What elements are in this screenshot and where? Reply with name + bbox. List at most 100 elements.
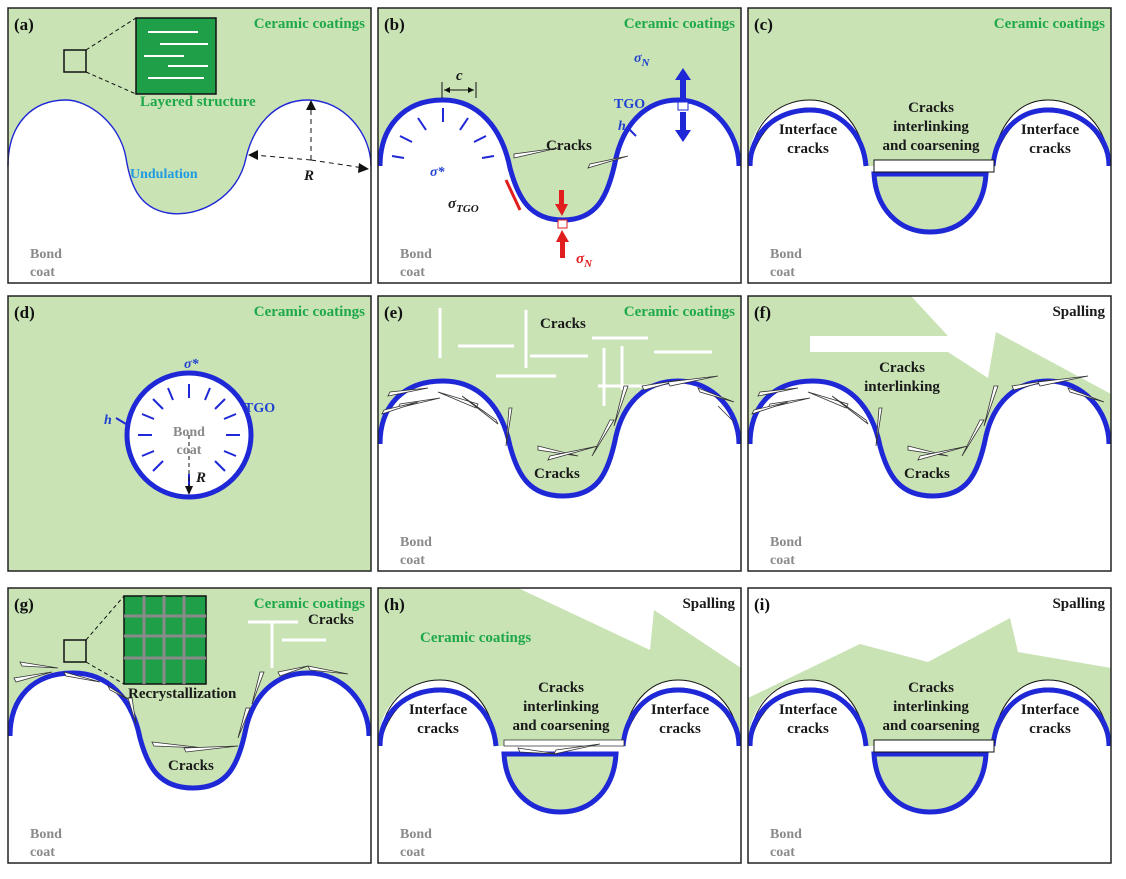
panel-d: R Bond coat σ* TGO h (d) Ceramic coating… [7, 295, 372, 572]
interlink-label-1: Cracks [879, 360, 925, 376]
zoom-line-top [85, 595, 125, 641]
arrowhead [358, 163, 369, 173]
ceramic-label: Ceramic coatings [254, 596, 365, 612]
cracks-label-bottom: Cracks [904, 466, 950, 482]
interlink-label-2: interlinking [893, 699, 969, 715]
ceramic-valley [871, 171, 989, 235]
ceramic-label: Ceramic coatings [994, 16, 1105, 32]
bond-coat-label-1: Bond [173, 425, 205, 440]
tgo-stress-arrows [504, 179, 522, 211]
interlink-label-2: interlinking [864, 379, 940, 395]
zoom-source-box [63, 639, 87, 663]
ceramic-region [378, 588, 741, 746]
panel-border [377, 7, 742, 284]
radial-stress-arrows [391, 108, 495, 159]
cracks-label-bottom: Cracks [168, 758, 214, 774]
interlink-label-2: interlinking [893, 119, 969, 135]
panel-label: (e) [384, 303, 403, 322]
cracks-label-top: Cracks [540, 316, 586, 332]
tgo-layer [377, 687, 499, 747]
thickness-arrow [627, 127, 637, 137]
interface-label-1: Interface [1021, 122, 1080, 138]
ceramic-label: Ceramic coatings [254, 16, 365, 32]
ceramic-region [378, 8, 741, 220]
ceramic-valley [871, 751, 989, 815]
panel-a: (a) Ceramic coatings Layered structure U… [7, 7, 372, 284]
tension-arrow-down [675, 112, 691, 142]
layer-lines [144, 31, 208, 79]
bond-coat-label-1: Bond [770, 247, 802, 262]
panel-label: (g) [14, 595, 34, 614]
arrowhead [248, 150, 258, 160]
zoom-line-top [85, 17, 137, 51]
interface-label-2: cracks [1029, 141, 1071, 157]
crack-network [248, 620, 326, 668]
interface-label-1: Interface [409, 702, 468, 718]
bond-coat-label-1: Bond [770, 535, 802, 550]
interlink-label-1: Cracks [538, 680, 584, 696]
bond-coat-label-1: Bond [400, 827, 432, 842]
bond-coat-label-2: coat [30, 265, 55, 280]
panel-label: (c) [754, 15, 773, 34]
sigma-star-label: σ* [430, 165, 446, 180]
recrystallization-label: Recrystallization [128, 686, 237, 702]
zoom-line-bottom [85, 661, 125, 685]
bond-coat-label-1: Bond [30, 827, 62, 842]
radial-stress-arrows [138, 384, 240, 486]
ceramic-region [748, 8, 1111, 166]
thickness-label: h [104, 413, 112, 428]
panel-border [747, 295, 1112, 572]
cracks-label: Cracks [546, 138, 592, 154]
interlinked-crack [873, 739, 995, 753]
panel-i: (i) Spalling Interface cracks Interface … [747, 587, 1112, 864]
bond-coat-label-1: Bond [400, 247, 432, 262]
panel-e: (e) Ceramic coatings Cracks Cracks Bond … [377, 295, 742, 572]
interface-thin-line [7, 99, 372, 215]
panel-label: (i) [754, 595, 770, 614]
interlinked-crack [873, 159, 995, 173]
interface-label-1: Interface [651, 702, 710, 718]
thickness-label: h [618, 119, 626, 134]
ceramic-region [8, 8, 371, 214]
panel-label: (f) [754, 303, 771, 322]
interface-label-1: Interface [779, 122, 838, 138]
sigma-tgo-label: σTGO [448, 196, 479, 215]
compression-arrow-down [555, 190, 568, 216]
bond-coat-label-2: coat [400, 265, 425, 280]
crack-wedge [513, 147, 559, 159]
stress-element [557, 219, 568, 229]
compression-arrow-up [556, 230, 569, 258]
bond-coat-label-2: coat [400, 845, 425, 860]
bond-coat-label-2: coat [177, 443, 202, 458]
tgo-layer [7, 670, 372, 791]
sigma-n-top-label: σN [634, 51, 651, 69]
ceramic-valley [501, 751, 619, 815]
ceramic-region [8, 588, 371, 788]
interface-cracks [751, 375, 1105, 461]
bond-coat-label-1: Bond [400, 535, 432, 550]
interface-label-2: cracks [787, 721, 829, 737]
ceramic-region [748, 296, 1111, 496]
spalling-label: Spalling [1052, 596, 1105, 612]
panel-border [7, 7, 372, 284]
interlinked-crack-wedges [503, 739, 625, 755]
sigma-star-label: σ* [184, 357, 200, 372]
grain-grid [124, 596, 206, 684]
ceramic-label: Ceramic coatings [420, 630, 531, 646]
interface-label-2: cracks [417, 721, 459, 737]
panel-f: (f) Spalling Cracks interlinking Cracks … [747, 295, 1112, 572]
bond-coat-label-1: Bond [770, 827, 802, 842]
radius-label: R [195, 470, 206, 486]
layered-structure-label: Layered structure [140, 94, 256, 110]
tgo-layer [990, 687, 1112, 747]
interlink-label-3: and coarsening [512, 718, 610, 734]
tgo-label: TGO [244, 401, 275, 416]
interface-label-1: Interface [1021, 702, 1080, 718]
radius-line-left [253, 154, 312, 161]
interface-label-2: cracks [659, 721, 701, 737]
ceramic-label: Ceramic coatings [624, 16, 735, 32]
bond-coat-label-2: coat [400, 553, 425, 568]
interlink-label-3: and coarsening [882, 138, 980, 154]
stress-element [677, 101, 689, 111]
